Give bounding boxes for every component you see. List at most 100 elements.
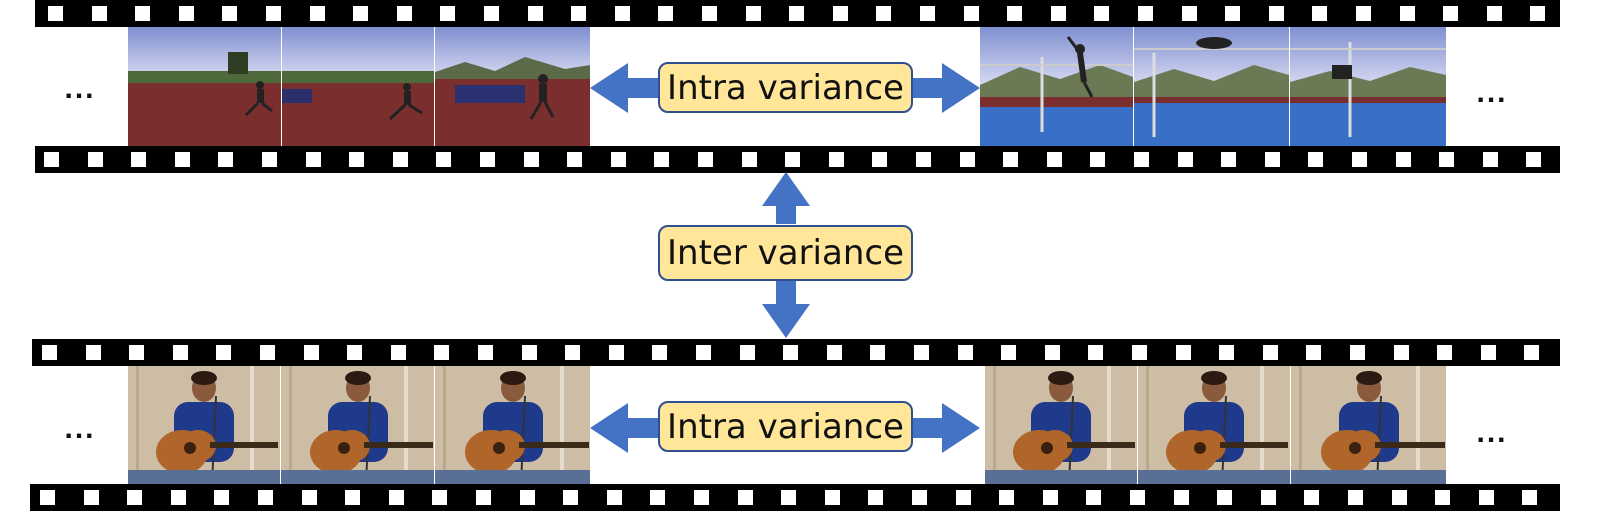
film-sprocket-hole	[88, 152, 103, 167]
film-sprocket-hole	[129, 345, 144, 360]
film-sprocket-hole	[652, 345, 667, 360]
film-sprocket-hole	[1134, 152, 1149, 167]
film-sprocket-hole	[1524, 345, 1539, 360]
film-sprocket-hole	[1530, 6, 1545, 21]
video-frame	[980, 27, 1133, 146]
film-sprocket-hole	[1350, 345, 1365, 360]
film-sprocket-hole	[999, 490, 1014, 505]
film-sprocket-hole	[262, 152, 277, 167]
film-sprocket-hole	[1304, 490, 1319, 505]
film-sprocket-hole	[391, 345, 406, 360]
film-sprocket-hole	[40, 490, 55, 505]
film-sprocket-hole	[1047, 152, 1062, 167]
film-sprocket-hole	[827, 345, 842, 360]
film-sprocket-hole	[746, 6, 761, 21]
film-sprocket-hole	[696, 345, 711, 360]
film-sprocket-hole	[654, 152, 669, 167]
up-arrow-inter	[762, 172, 810, 224]
film-sprocket-hole	[1003, 152, 1018, 167]
film-sprocket-hole	[92, 6, 107, 21]
film-sprocket-hole	[1174, 490, 1189, 505]
film-sprocket-hole	[1086, 490, 1101, 505]
film-sprocket-hole	[738, 490, 753, 505]
film-sprocket-hole	[1392, 490, 1407, 505]
film-sprocket-hole	[565, 345, 580, 360]
film-sprocket-hole	[397, 6, 412, 21]
film-sprocket-hole	[389, 490, 404, 505]
film-sprocket-hole	[1306, 345, 1321, 360]
video-frame	[281, 366, 434, 484]
film-sprocket-hole	[960, 152, 975, 167]
film-sprocket-hole	[214, 490, 229, 505]
film-sprocket-hole	[1219, 345, 1234, 360]
film-sprocket-hole	[1263, 345, 1278, 360]
film-sprocket-hole	[480, 152, 495, 167]
film-sprocket-hole	[258, 490, 273, 505]
film-sprocket-hole	[781, 490, 796, 505]
film-sprocket-hole	[260, 345, 275, 360]
film-sprocket-hole	[1132, 345, 1147, 360]
film-sprocket-hole	[1308, 152, 1323, 167]
down-arrow-inter	[762, 281, 810, 338]
film-sprocket-hole	[698, 152, 713, 167]
film-sprocket-hole	[1176, 345, 1191, 360]
video-frame	[1290, 27, 1446, 146]
film-sprocket-hole	[131, 152, 146, 167]
film-sprocket-hole	[1217, 490, 1232, 505]
film-sprocket-hole	[436, 152, 451, 167]
film-sprocket-hole	[1352, 152, 1367, 167]
video-frame	[985, 366, 1137, 484]
film-sprocket-hole	[1130, 490, 1145, 505]
film-sprocket-hole	[1043, 490, 1058, 505]
right-arrow-row1	[913, 63, 980, 113]
film-sprocket-hole	[1090, 152, 1105, 167]
film-sprocket-hole	[1483, 152, 1498, 167]
video-frame	[128, 366, 280, 484]
film-sprocket-hole	[650, 490, 665, 505]
film-sprocket-hole	[48, 6, 63, 21]
intra-variance-label-row2: Intra variance	[658, 401, 913, 452]
film-sprocket-hole	[825, 490, 840, 505]
film-sprocket-hole	[179, 6, 194, 21]
film-sprocket-hole	[393, 152, 408, 167]
right-arrow-row2	[913, 403, 980, 453]
film-sprocket-hole	[84, 490, 99, 505]
film-sprocket-hole	[432, 490, 447, 505]
film-sprocket-hole	[868, 490, 883, 505]
video-frame	[1138, 366, 1290, 484]
film-sprocket-hole	[1348, 490, 1363, 505]
film-sprocket-hole	[964, 6, 979, 21]
film-sprocket-hole	[870, 345, 885, 360]
film-sprocket-hole	[353, 6, 368, 21]
film-sprocket-hole	[1443, 6, 1458, 21]
film-sprocket-hole	[571, 6, 586, 21]
film-sprocket-hole	[306, 152, 321, 167]
film-sprocket-hole	[1178, 152, 1193, 167]
film-sprocket-hole	[434, 345, 449, 360]
video-frame	[128, 27, 281, 146]
video-frame	[435, 366, 590, 484]
film-sprocket-hole	[609, 345, 624, 360]
film-sprocket-hole	[829, 152, 844, 167]
film-sprocket-hole	[135, 6, 150, 21]
film-sprocket-hole	[440, 6, 455, 21]
intra-variance-label-row1: Intra variance	[658, 62, 913, 113]
film-sprocket-hole	[742, 152, 757, 167]
film-sprocket-hole	[222, 6, 237, 21]
film-sprocket-hole	[1007, 6, 1022, 21]
film-sprocket-hole	[1394, 345, 1409, 360]
film-sprocket-hole	[1001, 345, 1016, 360]
film-sprocket-hole	[1261, 490, 1276, 505]
film-sprocket-hole	[173, 345, 188, 360]
film-sprocket-hole	[833, 6, 848, 21]
film-sprocket-hole	[86, 345, 101, 360]
film-sprocket-hole	[658, 6, 673, 21]
film-sprocket-hole	[127, 490, 142, 505]
film-sprocket-hole	[1356, 6, 1371, 21]
video-frame	[1134, 27, 1289, 146]
film-sprocket-hole	[1269, 6, 1284, 21]
film-sprocket-hole	[1481, 345, 1496, 360]
left-arrow-row2	[590, 403, 658, 453]
film-sprocket-hole	[872, 152, 887, 167]
